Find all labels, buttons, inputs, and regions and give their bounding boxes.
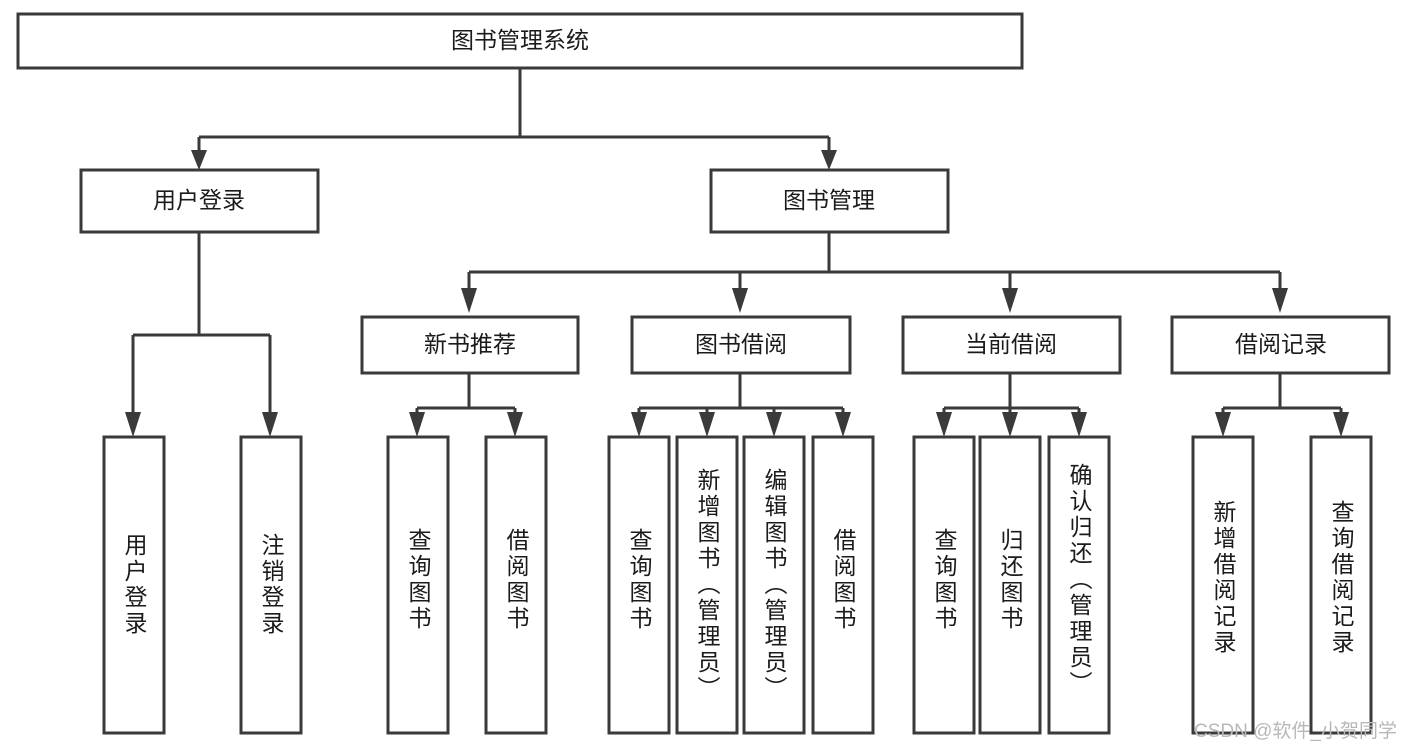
node-leaf-add-record-box[interactable]	[1191, 435, 1255, 735]
arrow-leaf-edit-book	[766, 412, 782, 437]
node-leaf-return-book[interactable]: 归还图书	[978, 435, 1042, 735]
node-leaf-query-book-3[interactable]: 查询图书	[912, 435, 976, 735]
node-leaf-add-book[interactable]: 新增图书（管理员）	[675, 435, 739, 735]
node-leaf-borrow-book-2-label: 借阅图书	[830, 528, 857, 632]
node-leaf-add-record[interactable]: 新增借阅记录	[1191, 435, 1255, 735]
node-current-borrow-box[interactable]	[901, 315, 1122, 375]
arrow-borrow-record	[1272, 288, 1288, 313]
node-leaf-query-book-2-box[interactable]	[607, 435, 671, 735]
node-borrow-record-label: 借阅记录	[1235, 331, 1327, 357]
arrow-leaf-add-book	[699, 412, 715, 437]
node-leaf-edit-book[interactable]: 编辑图书（管理员）	[742, 435, 806, 735]
arrow-book-borrow	[732, 288, 748, 313]
node-leaf-borrow-book-1[interactable]: 借阅图书	[484, 435, 548, 735]
arrow-current-borrow	[1002, 288, 1018, 313]
node-leaf-user-logout-box[interactable]	[239, 435, 303, 735]
node-leaf-borrow-book-2-box[interactable]	[811, 435, 875, 735]
node-leaf-query-book-3-label: 查询图书	[931, 528, 958, 632]
node-leaf-confirm-return-box[interactable]	[1047, 435, 1111, 735]
arrow-new-book-rec	[461, 288, 477, 313]
node-leaf-query-record[interactable]: 查询借阅记录	[1309, 435, 1373, 735]
node-leaf-query-record-label: 查询借阅记录	[1328, 500, 1355, 656]
node-borrow-record-box[interactable]	[1170, 315, 1391, 375]
node-book-borrow-label: 图书借阅	[695, 331, 787, 357]
node-leaf-user-logout-label: 注销登录	[258, 533, 285, 637]
node-user-login[interactable]: 用户登录	[79, 168, 320, 234]
node-leaf-confirm-return-label: 确认归还（管理员）	[1066, 463, 1093, 697]
node-borrow-record[interactable]: 借阅记录	[1170, 315, 1391, 375]
node-leaf-user-login-label: 用户登录	[121, 533, 148, 637]
node-new-book-rec[interactable]: 新书推荐	[360, 315, 580, 375]
arrow-leaf-add-record	[1215, 412, 1231, 437]
node-leaf-add-book-box[interactable]	[675, 435, 739, 735]
arrow-leaf-user-login	[125, 412, 141, 437]
node-new-book-rec-box[interactable]	[360, 315, 580, 375]
node-leaf-query-book-2[interactable]: 查询图书	[607, 435, 671, 735]
node-leaf-return-book-label: 归还图书	[997, 528, 1024, 632]
node-leaf-edit-book-label: 编辑图书（管理员）	[761, 468, 788, 702]
node-user-login-label: 用户登录	[153, 187, 245, 213]
node-leaf-add-record-label: 新增借阅记录	[1210, 500, 1237, 656]
node-leaf-return-book-box[interactable]	[978, 435, 1042, 735]
node-leaf-confirm-return[interactable]: 确认归还（管理员）	[1047, 435, 1111, 735]
node-leaf-add-book-label: 新增图书（管理员）	[694, 468, 721, 702]
node-leaf-borrow-book-2[interactable]: 借阅图书	[811, 435, 875, 735]
arrow-user-login	[191, 150, 207, 170]
arrow-leaf-return-book	[1002, 412, 1018, 437]
node-book-borrow-box[interactable]	[630, 315, 852, 375]
arrow-leaf-query-book-1	[409, 412, 425, 437]
node-user-login-box[interactable]	[79, 168, 320, 234]
node-leaf-user-login[interactable]: 用户登录	[102, 435, 166, 735]
arrow-leaf-borrow-book-1	[507, 412, 523, 437]
node-leaf-edit-book-box[interactable]	[742, 435, 806, 735]
arrow-leaf-user-logout	[262, 412, 278, 437]
node-root-label: 图书管理系统	[451, 27, 589, 53]
node-book-manage-label: 图书管理	[783, 187, 875, 213]
node-current-borrow-label: 当前借阅	[965, 331, 1057, 357]
node-book-manage[interactable]: 图书管理	[709, 168, 950, 234]
node-leaf-query-book-1-box[interactable]	[386, 435, 450, 735]
node-root[interactable]: 图书管理系统	[16, 12, 1024, 70]
node-leaf-query-book-3-box[interactable]	[912, 435, 976, 735]
node-book-manage-box[interactable]	[709, 168, 950, 234]
node-leaf-query-record-box[interactable]	[1309, 435, 1373, 735]
connector-layer	[125, 68, 1349, 437]
arrow-leaf-query-record	[1333, 412, 1349, 437]
node-leaf-borrow-book-1-box[interactable]	[484, 435, 548, 735]
node-book-borrow[interactable]: 图书借阅	[630, 315, 852, 375]
arrow-leaf-query-book-3	[936, 412, 952, 437]
node-leaf-query-book-2-label: 查询图书	[626, 528, 653, 632]
node-current-borrow[interactable]: 当前借阅	[901, 315, 1122, 375]
node-root-box[interactable]	[16, 12, 1024, 70]
node-new-book-rec-label: 新书推荐	[424, 331, 516, 357]
node-leaf-user-login-box[interactable]	[102, 435, 166, 735]
node-leaf-user-logout[interactable]: 注销登录	[239, 435, 303, 735]
arrow-book-manage	[821, 150, 837, 170]
arrow-leaf-confirm-return	[1071, 412, 1087, 437]
node-leaf-query-book-1-label: 查询图书	[405, 528, 432, 632]
arrow-leaf-borrow-book-2	[835, 412, 851, 437]
node-leaf-query-book-1[interactable]: 查询图书	[386, 435, 450, 735]
node-leaf-borrow-book-1-label: 借阅图书	[503, 528, 530, 632]
arrow-leaf-query-book-2	[631, 412, 647, 437]
